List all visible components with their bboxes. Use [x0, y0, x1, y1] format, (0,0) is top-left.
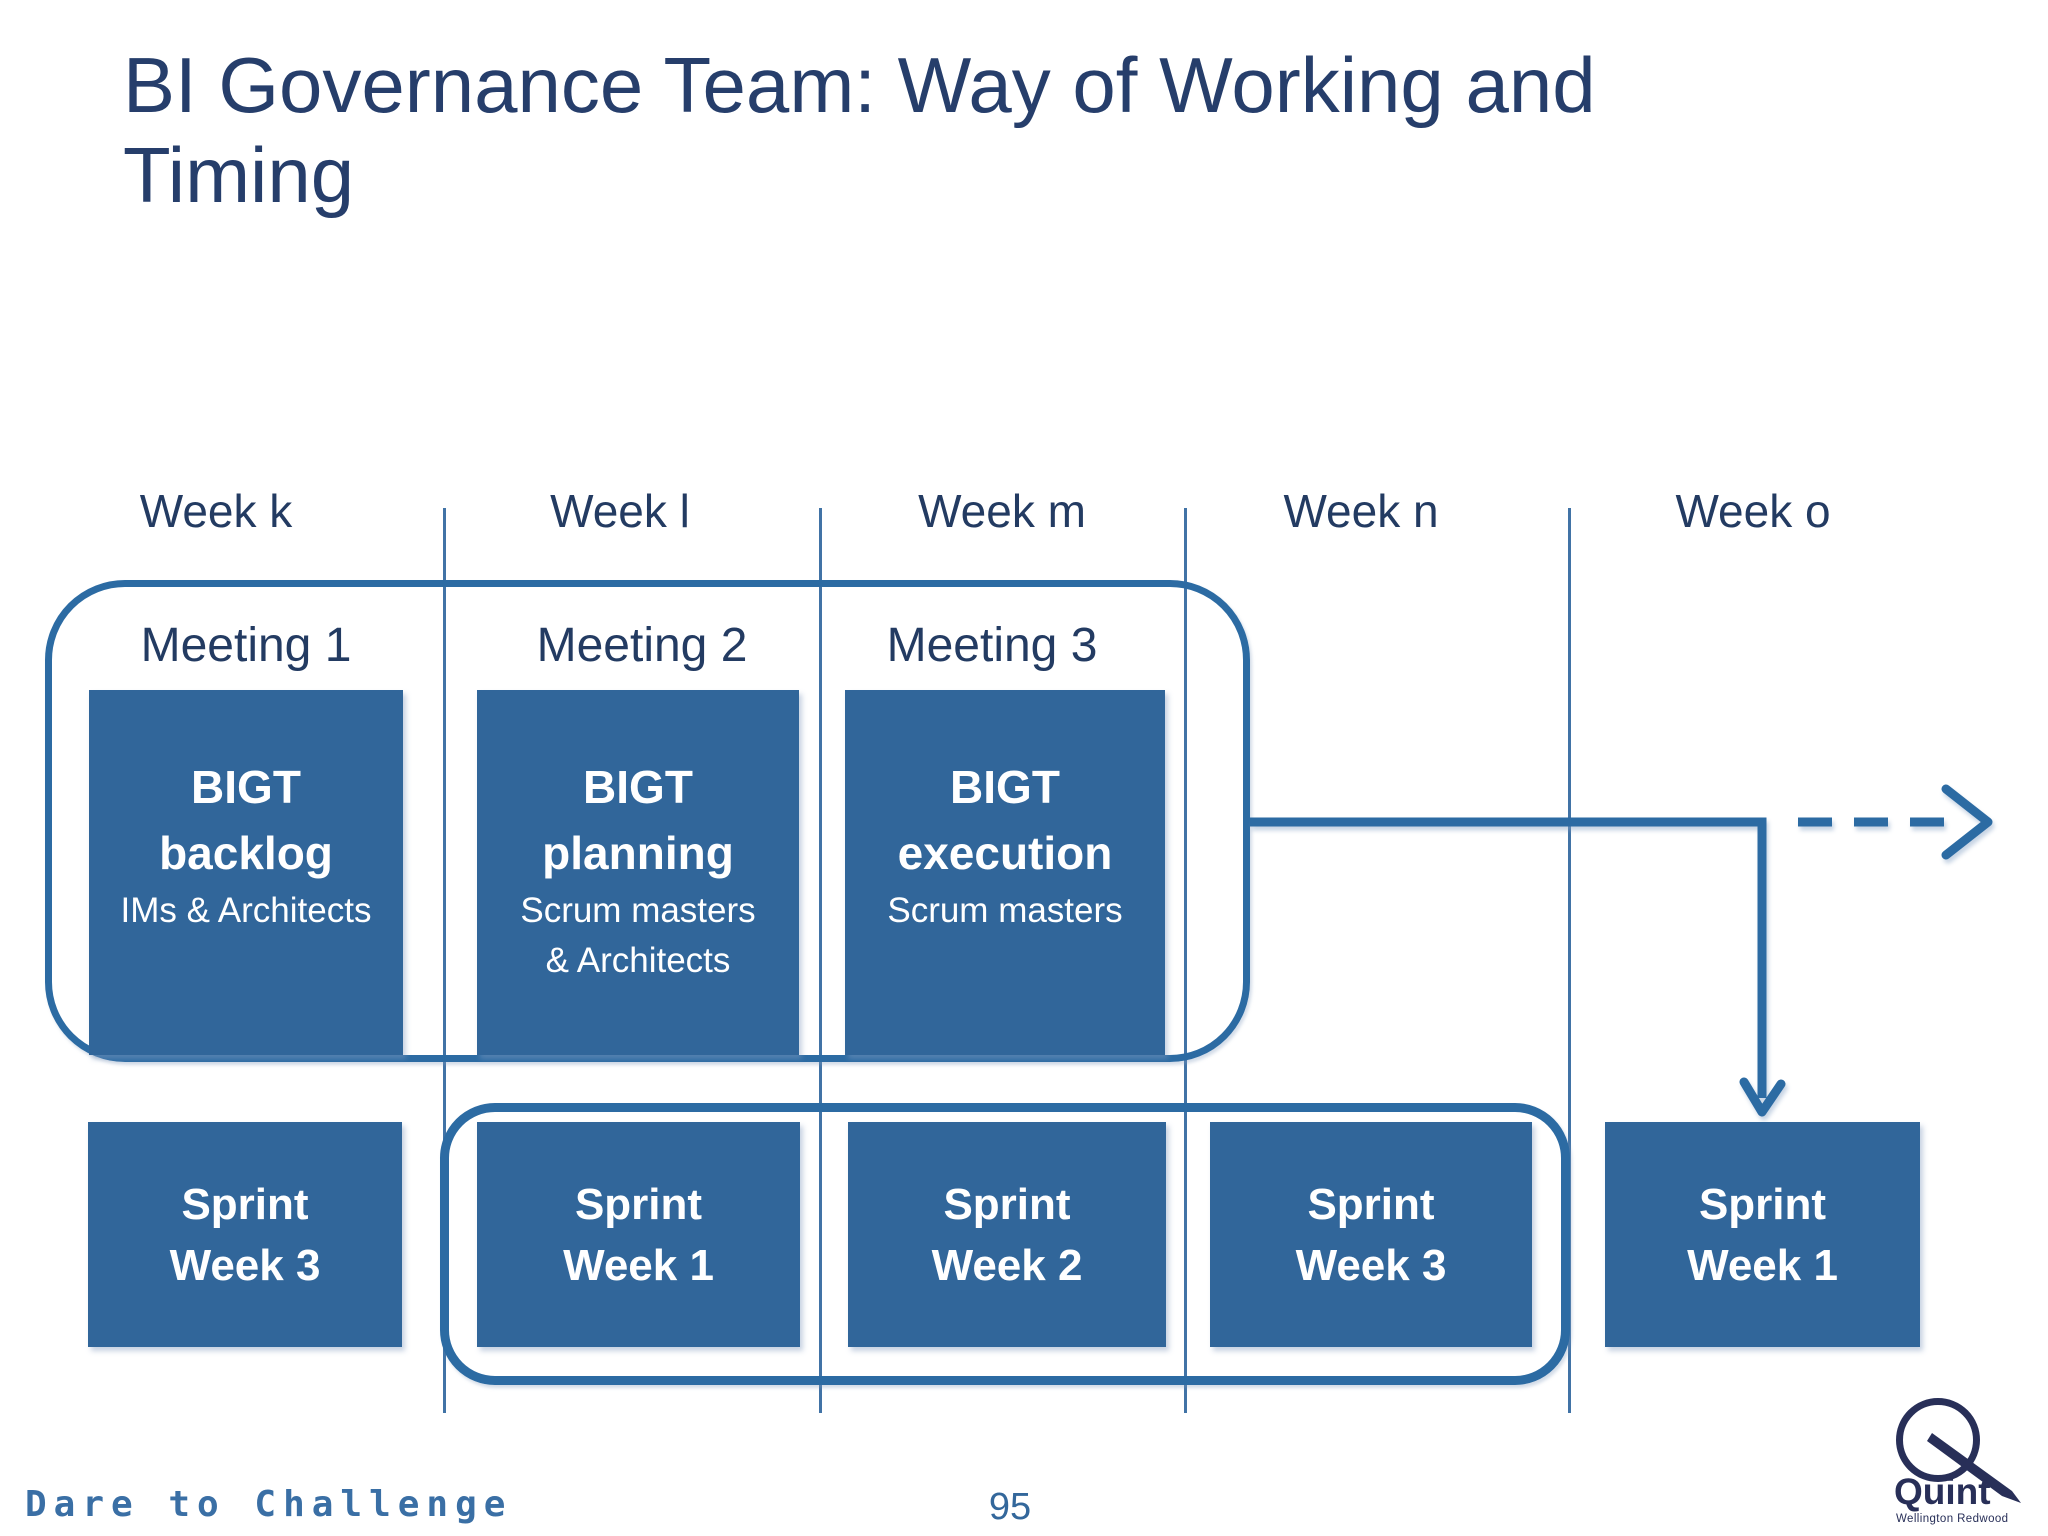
sprint-line: Week 1	[563, 1240, 714, 1290]
sprint-box-week1-o: Sprint Week 1	[1605, 1122, 1920, 1347]
week-separator-line	[443, 508, 446, 1413]
meeting-box-bigt-planning: BIGT planning Scrum masters & Architects	[477, 690, 799, 1055]
week-label-l: Week l	[550, 485, 690, 537]
arrow-down-head-icon	[1739, 1077, 1786, 1117]
flow-arrow-elbow-line	[1250, 817, 1767, 1098]
footer-tagline: Dare to Challenge	[25, 1484, 513, 1525]
sprint-line: Sprint	[1307, 1179, 1435, 1229]
quint-subtext: Wellington Redwood	[1896, 1513, 2008, 1525]
sprint-group-outline	[440, 1103, 1570, 1385]
arrow-right-head-icon	[1941, 784, 1993, 860]
slide-title: BI Governance Team: Way of Working and T…	[123, 41, 1596, 219]
box-subtitle: IMs & Architects	[120, 891, 372, 930]
sprint-line: Week 3	[169, 1240, 321, 1290]
meeting-box-bigt-execution: BIGT execution Scrum masters	[845, 690, 1165, 1055]
box-heading: BIGT	[191, 761, 301, 813]
week-separator-line	[1184, 508, 1187, 1413]
sprint-line: Sprint	[943, 1179, 1071, 1229]
meeting-2-label: Meeting 2	[536, 619, 748, 672]
box-heading: BIGT	[950, 761, 1060, 813]
sprint-line: Week 1	[1687, 1240, 1838, 1290]
week-separator-line	[819, 508, 822, 1413]
week-label-o: Week o	[1675, 485, 1831, 537]
week-label-k: Week k	[139, 485, 293, 537]
sprint-line: Week 2	[931, 1240, 1083, 1290]
week-label-n: Week n	[1283, 485, 1439, 537]
q-circle-icon	[1896, 1398, 1980, 1482]
box-heading: backlog	[159, 827, 333, 879]
box-subtitle: Scrum masters	[520, 891, 756, 930]
box-heading: planning	[542, 827, 734, 879]
box-subtitle: & Architects	[545, 941, 731, 980]
sprint-box-week2-m: Sprint Week 2	[848, 1122, 1166, 1347]
meeting-3-label: Meeting 3	[886, 619, 1098, 672]
meeting-1-label: Meeting 1	[140, 619, 352, 672]
box-subtitle: Scrum masters	[887, 891, 1123, 930]
quint-brand-text: Quint	[1894, 1471, 1991, 1512]
sprint-line: Sprint	[1698, 1179, 1827, 1229]
meetings-group-outline	[45, 580, 1250, 1062]
q-tail-icon	[1927, 1433, 2021, 1503]
sprint-box-week3-n: Sprint Week 3	[1210, 1122, 1532, 1347]
meeting-box-bigt-backlog: BIGT backlog IMs & Architects	[89, 690, 403, 1055]
quint-logo: Quint Wellington Redwood	[1894, 1398, 2021, 1525]
week-label-m: Week m	[918, 485, 1086, 537]
box-heading: execution	[897, 827, 1113, 879]
sprint-box-week1-l: Sprint Week 1	[477, 1122, 800, 1347]
sprint-line: Sprint	[181, 1179, 309, 1229]
page-number: 95	[988, 1486, 1032, 1528]
sprint-box-week3-k: Sprint Week 3	[88, 1122, 402, 1347]
sprint-line: Sprint	[574, 1179, 703, 1229]
sprint-line: Week 3	[1295, 1240, 1447, 1290]
box-heading: BIGT	[583, 761, 693, 813]
